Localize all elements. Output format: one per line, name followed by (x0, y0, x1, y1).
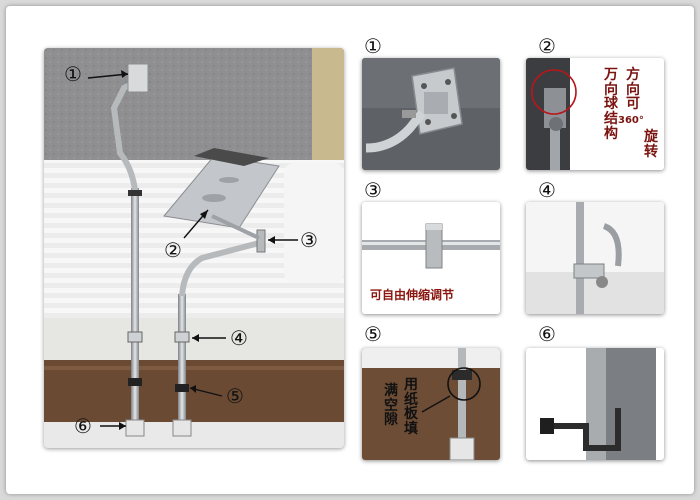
detail-panel-3-telescopic-arm: 可自由伸缩调节 (362, 202, 500, 314)
detail-panel-2-ball-joint: 万向球结构 方向可 360° 旋转 (526, 58, 664, 170)
panel-2-illustration (526, 58, 577, 170)
main-marker-4: ④ (230, 326, 248, 350)
panel-3-caption: 可自由伸缩调节 (370, 288, 455, 302)
panel-5-illustration (362, 348, 500, 460)
panel-4-illustration (526, 202, 664, 314)
panel-1-number: ① (364, 34, 382, 58)
panel-2-text-ball-structure: 万向球结构 (604, 67, 618, 142)
panel-1-illustration (362, 58, 500, 170)
panel-2-text-direction: 方向可 (626, 67, 640, 113)
panel-5-number: ⑤ (364, 322, 382, 346)
panel-3-number: ③ (364, 178, 382, 202)
detail-panel-4-bed-clamp (526, 202, 664, 314)
panel-2-text-rotate: 旋转 (644, 129, 658, 160)
panel-4-number: ④ (538, 178, 556, 202)
detail-panel-6-base-clamp (526, 348, 664, 460)
panel-2-text-degree: 360° (618, 115, 644, 126)
main-marker-3: ③ (300, 228, 318, 252)
main-product-photo: ① ② ③ ④ ⑤ ⑥ (44, 48, 344, 448)
detail-panel-5-gap-filler: 满空隙 用纸板填 (362, 348, 500, 460)
panel-5-text-use-cardboard: 用纸板填 (404, 377, 418, 438)
panel-6-number: ⑥ (538, 322, 556, 346)
detail-panel-1-monitor-mount (362, 58, 500, 170)
panel-5-text-fill-gap: 满空隙 (384, 383, 398, 429)
product-collage: ① ② ③ ④ ⑤ ⑥ ① ② 万向球结构 方向可 360° (6, 6, 694, 494)
main-marker-1: ① (64, 62, 82, 86)
main-marker-6: ⑥ (74, 414, 92, 438)
panel-2-number: ② (538, 34, 556, 58)
main-photo-illustration (44, 48, 344, 448)
panel-6-illustration (540, 348, 656, 460)
main-marker-5: ⑤ (226, 384, 244, 408)
panel-3-illustration (362, 223, 500, 269)
main-marker-2: ② (164, 238, 182, 262)
